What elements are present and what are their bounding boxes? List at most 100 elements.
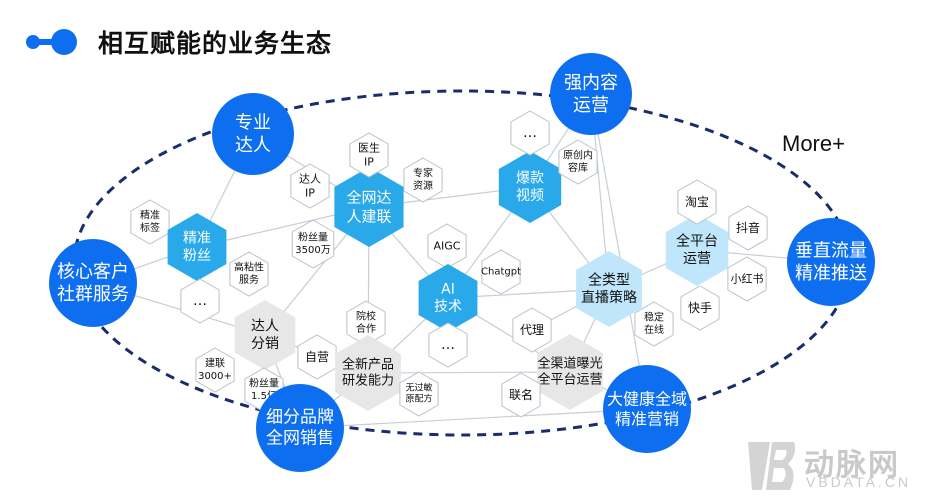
- circle-node-label: 精准推送: [795, 263, 867, 284]
- hex-node-label: 全类型: [588, 271, 630, 288]
- hex-node-chatgpt: Chatgpt: [481, 249, 521, 295]
- hex-node-label: 资源: [413, 179, 433, 192]
- hex-node-label: 合作: [356, 322, 376, 335]
- circle-node-label: 专业: [235, 112, 271, 133]
- connector-line: [299, 408, 648, 429]
- hex-shape: [195, 347, 235, 393]
- hex-node-label: 代理: [520, 323, 544, 337]
- connector-line: [590, 93, 648, 410]
- hex-node-label: 达人: [299, 173, 321, 186]
- circle-node-label: 达人: [235, 135, 271, 156]
- hex-shape: [334, 167, 404, 247]
- hex-shape: [130, 199, 170, 245]
- hex-node-label: 直播策略: [581, 289, 637, 306]
- hex-node-label: IP: [305, 186, 315, 199]
- hex-node-label: …: [523, 125, 537, 141]
- hex-node-label: 粉丝: [183, 248, 211, 264]
- hex-shape: [728, 205, 768, 251]
- hex-node-label: 原创内: [563, 148, 593, 161]
- hex-node-fans3500: 粉丝量 3500万: [291, 219, 335, 269]
- hex-node-label: …: [193, 293, 207, 309]
- hex-node-label: 自营: [305, 350, 329, 364]
- connector-line: [367, 371, 571, 374]
- hex-node-kuaishou: 快手: [680, 285, 720, 331]
- hex-shape: [512, 307, 552, 353]
- hex-shape: [399, 371, 439, 417]
- hex-node-taobao: 淘宝: [677, 179, 717, 225]
- hex-shape: [498, 151, 562, 223]
- hex-shape: [576, 251, 642, 327]
- hex-shape: [229, 251, 269, 297]
- circle-node-label: 运营: [573, 95, 609, 116]
- hex-node-label: 全渠道曝光: [537, 355, 602, 371]
- more-label: More+: [782, 131, 845, 156]
- hex-node-label: 快手: [688, 301, 712, 315]
- hex-node-label: 医生: [358, 141, 380, 155]
- circle-node-label: 全网销售: [266, 429, 334, 449]
- hex-shape: [167, 213, 227, 281]
- circle-shape: [787, 218, 875, 306]
- hex-node-label: 专家: [413, 166, 433, 179]
- circle-shape: [212, 93, 294, 175]
- hex-node-label: 在线: [644, 323, 664, 336]
- hex-node-label: 全新产品: [342, 356, 394, 372]
- hex-node-label: IP: [364, 155, 374, 168]
- hex-node-label: 建联: [205, 356, 225, 369]
- hex-shape: [665, 214, 729, 286]
- hex-node-allplatform: 全平台运营: [665, 214, 729, 286]
- circle-shape: [603, 365, 691, 453]
- hex-node-alliance: 联名: [501, 372, 541, 418]
- hex-node-label: 技术: [434, 299, 462, 315]
- hex-shape: [501, 372, 541, 418]
- hex-shape: [428, 322, 468, 368]
- hex-shape: [180, 278, 220, 324]
- hex-shape: [290, 163, 330, 209]
- hex-node-label: 淘宝: [685, 195, 709, 209]
- hex-shape: [481, 249, 521, 295]
- watermark-brand: 动脉网: [804, 448, 900, 483]
- hex-node-label: 联名: [509, 387, 533, 402]
- circle-shape: [49, 239, 137, 327]
- hex-node-ai: AI 技术: [418, 264, 478, 332]
- hex-node-dots-c: …: [428, 322, 468, 368]
- hex-node-label: 全平台: [676, 232, 718, 249]
- watermark-logo-icon: [748, 442, 796, 490]
- hex-node-label: AI: [441, 281, 455, 297]
- circle-node-label: 精准营销: [615, 410, 679, 429]
- hex-node-label: 粉丝量: [298, 230, 328, 243]
- hex-shape: [510, 110, 550, 156]
- hex-node-label: 全平台运营: [537, 372, 602, 388]
- hex-shape: [291, 219, 335, 269]
- logo-icon: [26, 29, 77, 55]
- hex-node-label: 3500万: [295, 245, 330, 256]
- circle-node-label: 细分品牌: [266, 407, 334, 427]
- hex-shape: [558, 139, 598, 185]
- hex-node-label: 全网达: [346, 189, 391, 207]
- circle-node-label: 社群服务: [57, 284, 129, 305]
- hex-node-label: 粉丝量: [249, 376, 279, 389]
- hex-shape: [403, 157, 443, 203]
- hex-node-label: 院校: [356, 309, 376, 322]
- circle-node-label: 垂直流量: [795, 240, 867, 261]
- hex-node-label: 抖音: [736, 220, 760, 235]
- circle-node-label: 核心客户: [57, 261, 129, 282]
